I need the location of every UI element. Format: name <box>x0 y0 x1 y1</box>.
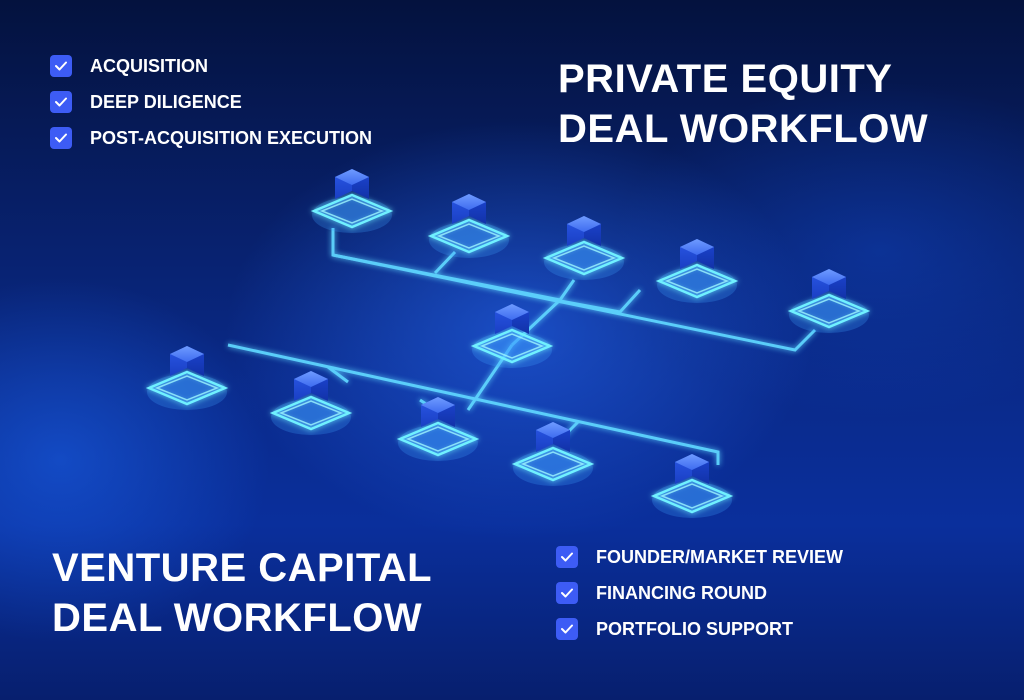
venture-capital-step: PORTFOLIO SUPPORT <box>556 611 843 647</box>
network-nodes <box>145 169 871 518</box>
connector-line <box>227 343 720 465</box>
connector-line <box>554 288 642 314</box>
private-equity-step: DEEP DILIGENCE <box>50 84 372 120</box>
cube-node-icon <box>511 422 595 486</box>
cube-node-icon <box>269 371 353 435</box>
check-icon <box>556 546 578 568</box>
cube-node-icon <box>787 269 871 333</box>
cube-node-icon <box>310 169 394 233</box>
connector-line <box>332 253 576 302</box>
private-equity-step-label: POST-ACQUISITION EXECUTION <box>90 127 373 148</box>
cube-node-icon <box>650 454 734 518</box>
private-equity-title-line1: PRIVATE EQUITY <box>558 57 893 101</box>
check-icon <box>556 582 578 604</box>
venture-capital-title: VENTURE CAPITAL DEAL WORKFLOW <box>52 543 432 643</box>
private-equity-step-label: DEEP DILIGENCE <box>90 91 242 112</box>
venture-capital-step: FINANCING ROUND <box>556 575 843 611</box>
private-equity-step: POST-ACQUISITION EXECUTION <box>50 120 372 156</box>
venture-capital-step: FOUNDER/MARKET REVIEW <box>556 539 843 575</box>
cube-node-icon <box>396 397 480 461</box>
connector-line <box>433 250 457 275</box>
private-equity-steps: ACQUISITION DEEP DILIGENCE POST-ACQUISIT… <box>50 48 372 156</box>
venture-capital-step-label: FOUNDER/MARKET REVIEW <box>596 546 843 567</box>
network-connectors <box>227 228 817 465</box>
check-icon <box>50 55 72 77</box>
venture-capital-step-label: PORTFOLIO SUPPORT <box>596 618 794 639</box>
venture-capital-steps: FOUNDER/MARKET REVIEW FINANCING ROUND PO… <box>556 539 843 647</box>
cube-node-icon <box>427 194 511 258</box>
connector-line <box>327 365 349 384</box>
check-icon <box>556 618 578 640</box>
venture-capital-step-label: FINANCING ROUND <box>596 582 767 603</box>
cube-node-icon <box>145 346 229 410</box>
cube-node-icon <box>470 304 554 368</box>
private-equity-step: ACQUISITION <box>50 48 372 84</box>
venture-capital-title-line2: DEAL WORKFLOW <box>52 596 423 640</box>
private-equity-title-line2: DEAL WORKFLOW <box>558 107 929 151</box>
private-equity-title: PRIVATE EQUITY DEAL WORKFLOW <box>558 54 928 154</box>
check-icon <box>50 127 72 149</box>
check-icon <box>50 91 72 113</box>
cube-node-icon <box>542 216 626 280</box>
venture-capital-title-line1: VENTURE CAPITAL <box>52 546 433 590</box>
cube-node-icon <box>655 239 739 303</box>
private-equity-step-label: ACQUISITION <box>90 55 209 76</box>
